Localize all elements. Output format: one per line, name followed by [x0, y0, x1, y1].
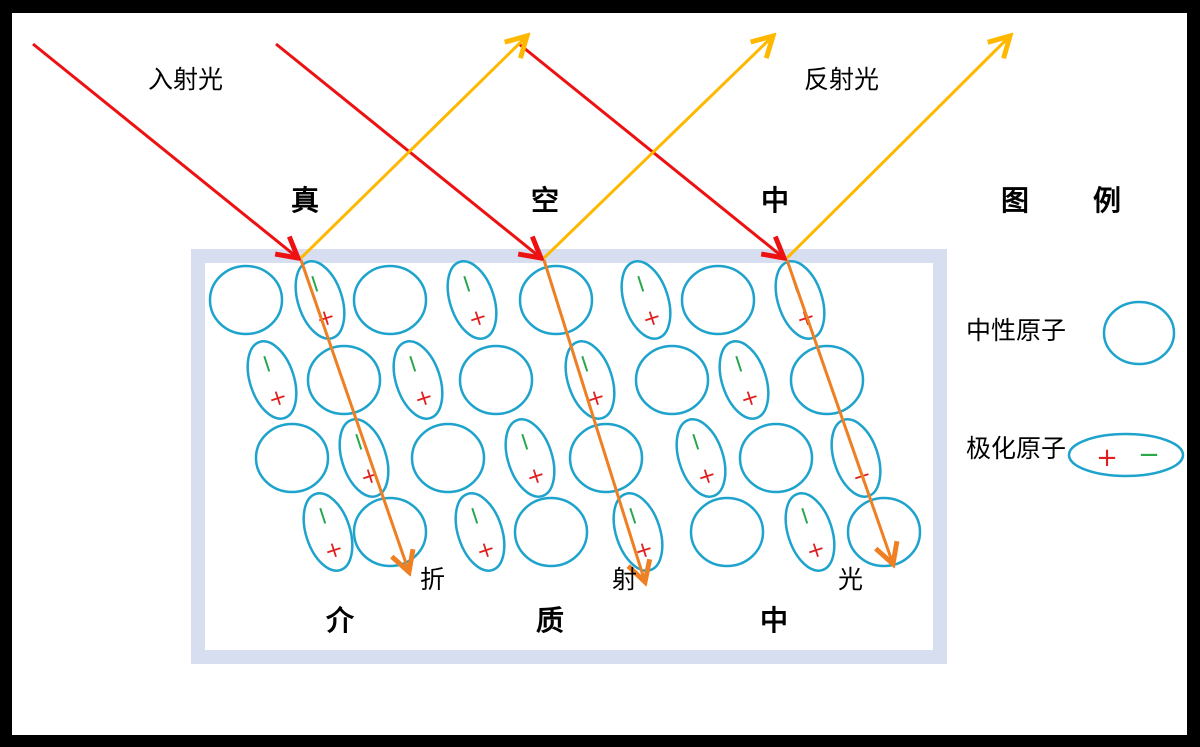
polarized-atom: +	[392, 340, 444, 420]
legend-title-char: 例	[1093, 184, 1121, 217]
negative-charge-sign	[355, 433, 363, 450]
neutral-atom	[352, 496, 428, 568]
negative-charge-sign	[692, 433, 700, 450]
neutral-atom	[458, 344, 534, 416]
vacuum-label-char: 空	[531, 184, 559, 217]
polarized-atom-shell	[504, 418, 556, 498]
polarized-atom: +	[718, 340, 770, 420]
legend: 中性原子 极化原子 + −	[966, 300, 1185, 478]
reflected-ray	[785, 36, 1010, 260]
polarized-atom-shell	[454, 492, 506, 572]
negative-charge-sign	[319, 507, 327, 524]
polarized-atom-shell	[718, 340, 770, 420]
neutral-atom	[680, 264, 756, 336]
polarized-atom: +	[564, 340, 616, 420]
neutral-atom-shell	[254, 422, 330, 494]
negative-charge-sign	[471, 507, 479, 524]
medium-label-char: 质	[536, 604, 564, 637]
polarized-atom-shell	[675, 418, 727, 498]
polarized-atom-shell	[784, 492, 836, 572]
neutral-atom	[513, 496, 589, 568]
polarized-atom: +	[675, 418, 727, 498]
medium-label-char: 中	[760, 604, 788, 637]
negative-charge-sign	[801, 507, 809, 524]
negative-charge-sign	[521, 433, 529, 450]
neutral-atom-shell	[846, 496, 922, 568]
reflected-ray	[542, 36, 773, 260]
polarized-atom-shell	[620, 260, 672, 340]
neutral-atom-shell	[634, 344, 710, 416]
refracted-light-label-char: 折	[420, 565, 445, 594]
legend-polarized-atom-icon	[1067, 432, 1185, 478]
refracted-ray	[785, 259, 893, 564]
polarized-atom: +	[246, 340, 298, 420]
polarized-atom-shell	[446, 260, 498, 340]
refracted-ray	[542, 259, 645, 582]
legend-minus-sign: −	[1138, 440, 1160, 470]
neutral-atom-shell	[410, 422, 486, 494]
legend-plus-sign: +	[1096, 443, 1118, 473]
refracted-ray	[299, 259, 409, 572]
negative-charge-sign	[735, 355, 743, 372]
neutral-atom	[738, 422, 814, 494]
polarized-atom: +	[302, 492, 354, 572]
reflected-ray	[299, 36, 527, 260]
reflected-light-label: 反射光	[804, 65, 879, 94]
polarized-atom: +	[446, 260, 498, 340]
polarized-atom: +	[612, 492, 664, 572]
neutral-atom	[352, 264, 428, 336]
neutral-atom	[689, 496, 765, 568]
neutral-atom	[846, 496, 922, 568]
neutral-atom-shell	[680, 264, 756, 336]
neutral-atom	[634, 344, 710, 416]
incident-ray	[518, 42, 784, 258]
negative-charge-sign	[581, 355, 589, 372]
polarized-atom: +	[620, 260, 672, 340]
refracted-light-label-char: 射	[612, 565, 637, 594]
negative-charge-sign	[311, 275, 319, 292]
neutral-atom-shell	[352, 496, 428, 568]
negative-charge-sign	[637, 275, 645, 292]
neutral-atom-shell	[352, 264, 428, 336]
incident-ray	[32, 42, 298, 258]
vacuum-label-char: 真	[291, 184, 319, 217]
neutral-atom	[254, 422, 330, 494]
neutral-atom-shell	[458, 344, 534, 416]
polarized-atom-shell	[246, 340, 298, 420]
refracted-light-label-char: 光	[838, 565, 863, 594]
neutral-atom-shell	[689, 496, 765, 568]
neutral-atom-shell	[513, 496, 589, 568]
polarized-atom: +	[504, 418, 556, 498]
neutral-atom-shell	[738, 422, 814, 494]
neutral-atom	[208, 264, 284, 336]
neutral-atom-shell	[789, 344, 865, 416]
polarized-atom-shell	[302, 492, 354, 572]
negative-charge-sign	[263, 355, 271, 372]
polarized-atom: +	[784, 492, 836, 572]
medium-label-char: 介	[325, 604, 355, 637]
vacuum-label-char: 中	[761, 184, 789, 217]
neutral-atom	[410, 422, 486, 494]
incident-light-label: 入射光	[148, 65, 223, 94]
legend-title-char: 图	[1001, 184, 1029, 217]
neutral-atom	[789, 344, 865, 416]
legend-neutral-atom-icon	[1102, 300, 1176, 366]
negative-charge-sign	[409, 355, 417, 372]
polarized-atom-shell	[564, 340, 616, 420]
negative-charge-sign	[629, 507, 637, 524]
atoms-layer: ++++++++++++++++	[208, 260, 922, 572]
legend-polarized-label: 极化原子	[966, 434, 1066, 463]
polarized-atom-shell	[392, 340, 444, 420]
negative-charge-sign	[463, 275, 471, 292]
legend-neutral-label: 中性原子	[966, 316, 1066, 345]
polarized-atom: +	[454, 492, 506, 572]
neutral-atom-shell	[208, 264, 284, 336]
